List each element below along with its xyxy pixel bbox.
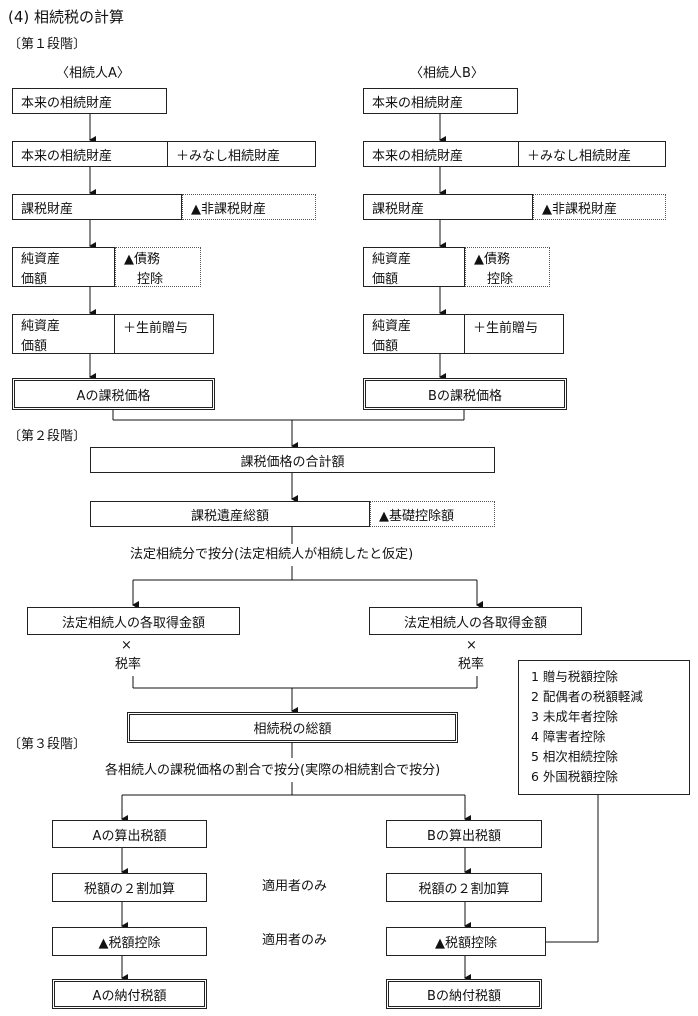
inheritance-tax-total: 相続税の総額 [127,712,458,743]
b-lifetime-gift: ＋生前贈与 [464,314,564,354]
stage3-label: 〔第３段階〕 [8,737,87,752]
a-original-estate: 本来の相続財産 [12,88,167,114]
a-lifetime-gift-label: ＋生前贈与 [123,321,189,336]
a-net-assets-2-label: 純資産 価額 [21,319,61,354]
b-surcharge-label: 税額の２割加算 [418,882,510,897]
times-symbol-right: × [466,638,477,653]
a-debt-deduction-label: ▲債務 控除 [124,252,164,287]
b-calculated-tax: Bの算出税額 [386,820,542,848]
b-original-estate-2: 本来の相続財産 [363,141,519,167]
b-debt-deduction-label: ▲債務 控除 [474,252,514,287]
a-original-estate-2: 本来の相続財産 [12,141,168,167]
legal-share-split-note: 法定相続分で按分(法定相続人が相続したと仮定) [130,547,414,562]
b-calculated-tax-label: Bの算出税額 [427,828,501,844]
b-nontaxable-property-label: ▲非課税財産 [542,201,617,217]
heir-b-label: 〈相続人B〉 [410,66,484,81]
times-symbol-left: × [121,638,132,653]
taxable-estate-total: 課税遺産総額 [90,501,370,527]
tax-credit-item: 5 相次相続控除 [531,749,618,764]
b-taxable-value-label: Bの課税価格 [428,388,502,404]
a-taxable-property-label: 課税財産 [21,201,74,217]
b-surcharge: 税額の２割加算 [386,873,542,902]
legal-heir-amount-left: 法定相続人の各取得金額 [27,607,240,635]
taxable-value-total-label: 課税価格の合計額 [240,454,345,470]
a-taxable-value: Aの課税価格 [12,378,215,410]
tax-rate-left: 税率 [115,657,142,672]
a-net-assets-label: 純資産 価額 [21,252,61,287]
page-title: (4) 相続税の計算 [8,8,125,26]
a-deemed-estate-label: ＋みなし相続財産 [176,148,281,164]
basic-deduction-label: ▲基礎控除額 [379,508,454,524]
a-debt-deduction: ▲債務 控除 [115,247,201,287]
a-taxable-property: 課税財産 [12,194,182,220]
a-taxable-value-label: Aの課税価格 [76,388,151,404]
a-original-estate-2-label: 本来の相続財産 [21,148,113,164]
b-debt-deduction: ▲債務 控除 [465,247,550,287]
applicable-only-note-2: 適用者のみ [262,933,328,948]
a-calculated-tax-label: Aの算出税額 [92,828,167,844]
a-tax-credit: ▲税額控除 [52,927,207,956]
stage1-label: 〔第１段階〕 [8,37,87,52]
legal-heir-amount-right: 法定相続人の各取得金額 [369,607,582,635]
a-calculated-tax: Aの算出税額 [52,820,207,848]
legal-heir-amount-left-label: 法定相続人の各取得金額 [61,615,205,631]
b-lifetime-gift-label: ＋生前贈与 [473,321,539,336]
tax-credit-item: 3 未成年者控除 [531,709,618,724]
a-surcharge: 税額の２割加算 [52,873,207,902]
b-original-estate-2-label: 本来の相続財産 [372,148,464,164]
a-deemed-estate: ＋みなし相続財産 [167,141,316,167]
heir-a-label: 〈相続人A〉 [56,66,130,81]
a-payable-tax: Aの納付税額 [52,979,207,1009]
b-tax-credit-label: ▲税額控除 [435,936,497,951]
a-original-estate-label: 本来の相続財産 [21,95,113,111]
tax-credit-item: 1 贈与税額控除 [531,669,618,684]
b-taxable-property-label: 課税財産 [372,201,425,217]
b-taxable-property: 課税財産 [363,194,533,220]
b-nontaxable-property: ▲非課税財産 [533,194,666,220]
a-nontaxable-property: ▲非課税財産 [182,194,316,220]
a-payable-tax-label: Aの納付税額 [92,988,167,1004]
basic-deduction: ▲基礎控除額 [370,501,495,527]
tax-credit-list: 1 贈与税額控除 2 配偶者の税額軽減 3 未成年者控除 4 障害者控除 5 相… [518,660,690,795]
b-deemed-estate: ＋みなし相続財産 [518,141,666,167]
inheritance-tax-total-label: 相続税の総額 [253,722,332,737]
b-net-assets-2-label: 純資産 価額 [372,319,412,354]
taxable-value-total: 課税価格の合計額 [90,447,495,473]
b-net-assets-label: 純資産 価額 [372,252,412,287]
taxable-estate-total-label: 課税遺産総額 [190,508,269,524]
tax-credit-item: 4 障害者控除 [531,729,606,744]
b-original-estate: 本来の相続財産 [363,88,518,114]
b-payable-tax: Bの納付税額 [386,979,542,1009]
b-deemed-estate-label: ＋みなし相続財産 [527,148,632,164]
a-surcharge-label: 税額の２割加算 [83,882,175,897]
stage2-label: 〔第２段階〕 [8,429,87,444]
b-net-assets-2: 純資産 価額 [363,314,465,354]
tax-rate-right: 税率 [458,657,485,672]
b-original-estate-label: 本来の相続財産 [372,95,464,111]
a-net-assets-2: 純資産 価額 [12,314,115,354]
tax-credit-item: 6 外国税額控除 [531,769,618,784]
legal-heir-amount-right-label: 法定相続人の各取得金額 [403,615,547,631]
applicable-only-note-1: 適用者のみ [262,879,328,894]
a-tax-credit-label: ▲税額控除 [98,936,161,951]
a-lifetime-gift: ＋生前贈与 [114,314,214,354]
b-taxable-value: Bの課税価格 [363,378,567,410]
actual-share-split-note: 各相続人の課税価格の割合で按分(実際の相続割合で按分) [105,763,441,778]
b-tax-credit: ▲税額控除 [386,927,546,956]
b-payable-tax-label: Bの納付税額 [427,988,501,1004]
tax-credit-item: 2 配偶者の税額軽減 [531,689,643,704]
b-net-assets: 純資産 価額 [363,247,465,287]
a-nontaxable-property-label: ▲非課税財産 [191,201,266,217]
a-net-assets: 純資産 価額 [12,247,115,287]
